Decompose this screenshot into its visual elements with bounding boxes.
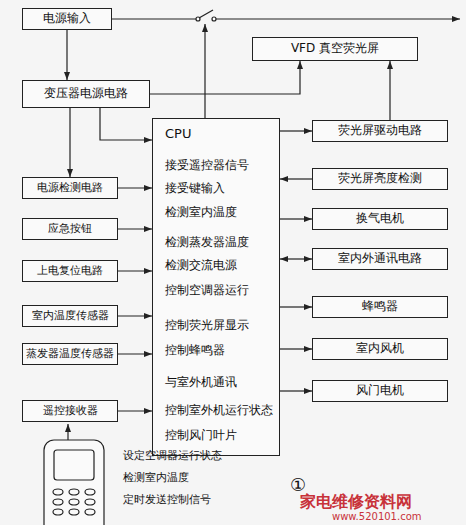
switch-blade: [199, 10, 213, 18]
cpu-block: CPU 接受遥控器信号接受键输入检测室内温度检测蒸发器温度检测交流电源控制空调器运…: [152, 118, 280, 456]
signal-arrow: [389, 61, 390, 120]
circuit-box: 遥控接收器: [22, 400, 118, 422]
signal-arrow: [118, 315, 152, 316]
switch-contact: [196, 17, 200, 21]
signal-arrow: [280, 130, 312, 131]
box-label: 换气电机: [356, 212, 404, 226]
box-label: 变压器电源电路: [44, 87, 128, 101]
box-label: 蒸发器温度传感器: [26, 348, 114, 361]
function-item: 控制风门叶片: [165, 429, 237, 443]
function-item: 检测室内温度: [165, 206, 237, 220]
signal-arrow: [66, 30, 67, 80]
remote-buttons: [53, 489, 95, 515]
relay-control-arrow: [204, 24, 205, 118]
remote-note: 设定空调器运行状态: [123, 448, 222, 463]
function-item: 控制空调器运行: [165, 284, 249, 298]
watermark: www.520101.com: [332, 511, 422, 522]
signal-arrow: [118, 353, 152, 354]
box-label: 应急按钮: [48, 223, 92, 236]
signal-arrow: [280, 348, 312, 349]
circuit-box: 室内温度传感器: [22, 305, 118, 327]
circuit-box: VFD 真空荧光屏: [252, 37, 418, 61]
function-item: 检测蒸发器温度: [165, 236, 249, 250]
signal-arrow: [280, 390, 312, 391]
box-label: 遥控接收器: [43, 405, 98, 418]
box-label: 电源输入: [43, 12, 91, 26]
circuit-box: 室内外通讯电路: [312, 248, 448, 270]
signal-arrow: [118, 187, 152, 188]
signal-arrow: [118, 270, 152, 271]
signal-arrow: [69, 108, 70, 177]
function-item: 检测交流电源: [165, 259, 237, 273]
box-label: 室内风机: [356, 342, 404, 356]
function-item: 与室外机通讯: [165, 376, 237, 390]
box-label: 电源检测电路: [37, 182, 103, 195]
function-item: 控制蜂鸣器: [165, 344, 225, 358]
box-label: 荧光屏亮度检测: [338, 172, 422, 186]
function-item: 控制室外机运行状态: [165, 404, 273, 418]
remote-note: 检测室内温度: [123, 470, 189, 485]
signal-arrow: [280, 218, 312, 219]
signal-arrow: [280, 178, 312, 179]
box-label: 室内温度传感器: [32, 310, 109, 323]
circuit-box: 变压器电源电路: [22, 80, 150, 108]
mains-wire: [112, 18, 196, 19]
function-item: 控制荧光屏显示: [165, 319, 249, 333]
circuit-box: 荧光屏亮度检测: [312, 168, 448, 190]
remote-control: [44, 440, 104, 525]
circuit-box: 蒸发器温度传感器: [22, 343, 118, 365]
signal-arrow: [280, 258, 312, 259]
ir-signal-arrow: [67, 424, 68, 440]
circuit-box: 换气电机: [312, 208, 448, 230]
remote-note: 定时发送控制信号: [123, 492, 211, 507]
signal-arrow: [150, 61, 300, 94]
watermark: 家电维修资料网: [300, 492, 412, 513]
signal-arrow: [118, 228, 152, 229]
circuit-box: 荧光屏驱动电路: [312, 120, 448, 142]
circuit-box: 风门电机: [312, 380, 448, 402]
function-item: 接受遥控器信号: [165, 159, 249, 173]
box-label: 室内外通讯电路: [338, 252, 422, 266]
circuit-box: 应急按钮: [22, 218, 118, 240]
block-title: CPU: [165, 127, 191, 142]
circuit-box: 蜂鸣器: [312, 296, 448, 318]
signal-arrow: [100, 108, 152, 140]
box-label: 上电复位电路: [37, 265, 103, 278]
circuit-box: 电源检测电路: [22, 177, 118, 199]
function-item: 接受键输入: [165, 182, 225, 196]
box-label: 风门电机: [356, 384, 404, 398]
box-label: 蜂鸣器: [362, 300, 398, 314]
circuit-box: 室内风机: [312, 338, 448, 360]
signal-arrow: [118, 410, 152, 411]
box-label: VFD 真空荧光屏: [291, 42, 379, 56]
signal-arrow: [280, 306, 312, 307]
figure-number: ①: [290, 474, 306, 495]
circuit-box: 电源输入: [22, 8, 112, 30]
box-label: 荧光屏驱动电路: [338, 124, 422, 138]
circuit-box: 上电复位电路: [22, 260, 118, 282]
switch-contact: [212, 17, 216, 21]
remote-screen: [54, 450, 94, 480]
mains-wire: [216, 18, 460, 19]
